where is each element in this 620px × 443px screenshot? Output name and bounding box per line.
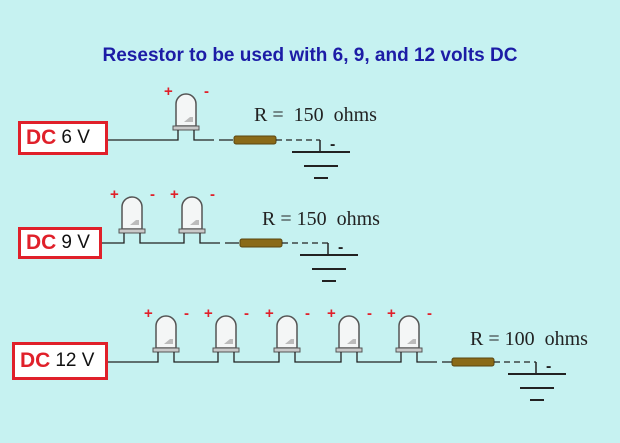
led: +- xyxy=(204,305,249,363)
led-reflection xyxy=(407,339,416,344)
led-rim xyxy=(118,228,146,234)
resistor-label-9v: R = 150 ohms xyxy=(262,208,380,230)
led-reflection xyxy=(190,220,199,225)
minus-sign: - xyxy=(150,186,155,203)
led-rim xyxy=(178,228,206,234)
led-reflection xyxy=(164,339,173,344)
led-anode-leg xyxy=(182,233,185,244)
minus-sign: - xyxy=(367,305,372,322)
led-cathode-leg xyxy=(233,352,240,363)
led-cathode-leg xyxy=(193,130,200,141)
led-cathode-leg xyxy=(139,233,146,244)
plus-sign: + xyxy=(110,186,119,203)
resistor-label-6v: R = 150 ohms xyxy=(254,104,377,126)
resistor xyxy=(233,135,277,145)
plus-sign: + xyxy=(265,305,274,322)
dc-label: DC xyxy=(26,126,57,149)
led-rim xyxy=(152,347,180,353)
dc-label: DC xyxy=(20,349,51,372)
minus-sign: - xyxy=(184,305,189,322)
led: +- xyxy=(387,305,432,363)
led-reflection xyxy=(347,339,356,344)
plus-sign: + xyxy=(204,305,213,322)
ground-negative-sign: - xyxy=(338,239,343,256)
plus-sign: + xyxy=(164,83,173,100)
ground-negative-sign: - xyxy=(330,136,335,153)
led-cathode-leg xyxy=(416,352,423,363)
circuit-12v: +-+-+-+-+-- xyxy=(108,305,566,401)
led-cathode-leg xyxy=(173,352,180,363)
led: +- xyxy=(327,305,372,363)
led-anode-leg xyxy=(156,352,159,363)
ground-symbol: - xyxy=(292,136,350,179)
led-cathode-leg xyxy=(199,233,206,244)
led-cathode-leg xyxy=(356,352,363,363)
minus-sign: - xyxy=(204,83,209,100)
led-rim xyxy=(395,347,423,353)
circuit-9v: +-+-- xyxy=(102,186,358,282)
led-rim xyxy=(273,347,301,353)
voltage-label: 6 V xyxy=(61,127,90,148)
led: +- xyxy=(164,83,209,141)
voltage-label: 9 V xyxy=(61,232,90,253)
led: +- xyxy=(144,305,189,363)
plus-sign: + xyxy=(144,305,153,322)
led: +- xyxy=(170,186,215,244)
led-reflection xyxy=(285,339,294,344)
minus-sign: - xyxy=(427,305,432,322)
led-anode-leg xyxy=(122,233,125,244)
plus-sign: + xyxy=(170,186,179,203)
resistor-label-12v: R = 100 ohms xyxy=(470,328,588,350)
led-reflection xyxy=(130,220,139,225)
dc-label: DC xyxy=(26,231,57,254)
resistor xyxy=(239,238,283,248)
led: +- xyxy=(265,305,310,363)
voltage-label: 12 V xyxy=(55,350,95,371)
led-anode-leg xyxy=(176,130,179,141)
led-rim xyxy=(212,347,240,353)
circuit-6v: +-- xyxy=(108,83,350,179)
led-reflection xyxy=(184,117,193,122)
ground-symbol: - xyxy=(300,239,358,282)
led-rim xyxy=(335,347,363,353)
ground-symbol: - xyxy=(508,358,566,401)
plus-sign: + xyxy=(327,305,336,322)
led-cathode-leg xyxy=(294,352,301,363)
led-anode-leg xyxy=(399,352,402,363)
plus-sign: + xyxy=(387,305,396,322)
led-reflection xyxy=(224,339,233,344)
led-anode-leg xyxy=(277,352,280,363)
led-anode-leg xyxy=(339,352,342,363)
ground-negative-sign: - xyxy=(546,358,551,375)
led: +- xyxy=(110,186,155,244)
minus-sign: - xyxy=(210,186,215,203)
minus-sign: - xyxy=(244,305,249,322)
minus-sign: - xyxy=(305,305,310,322)
led-rim xyxy=(172,125,200,131)
diagram-title: Resestor to be used with 6, 9, and 12 vo… xyxy=(102,45,518,66)
led-anode-leg xyxy=(216,352,219,363)
resistor xyxy=(451,357,495,367)
